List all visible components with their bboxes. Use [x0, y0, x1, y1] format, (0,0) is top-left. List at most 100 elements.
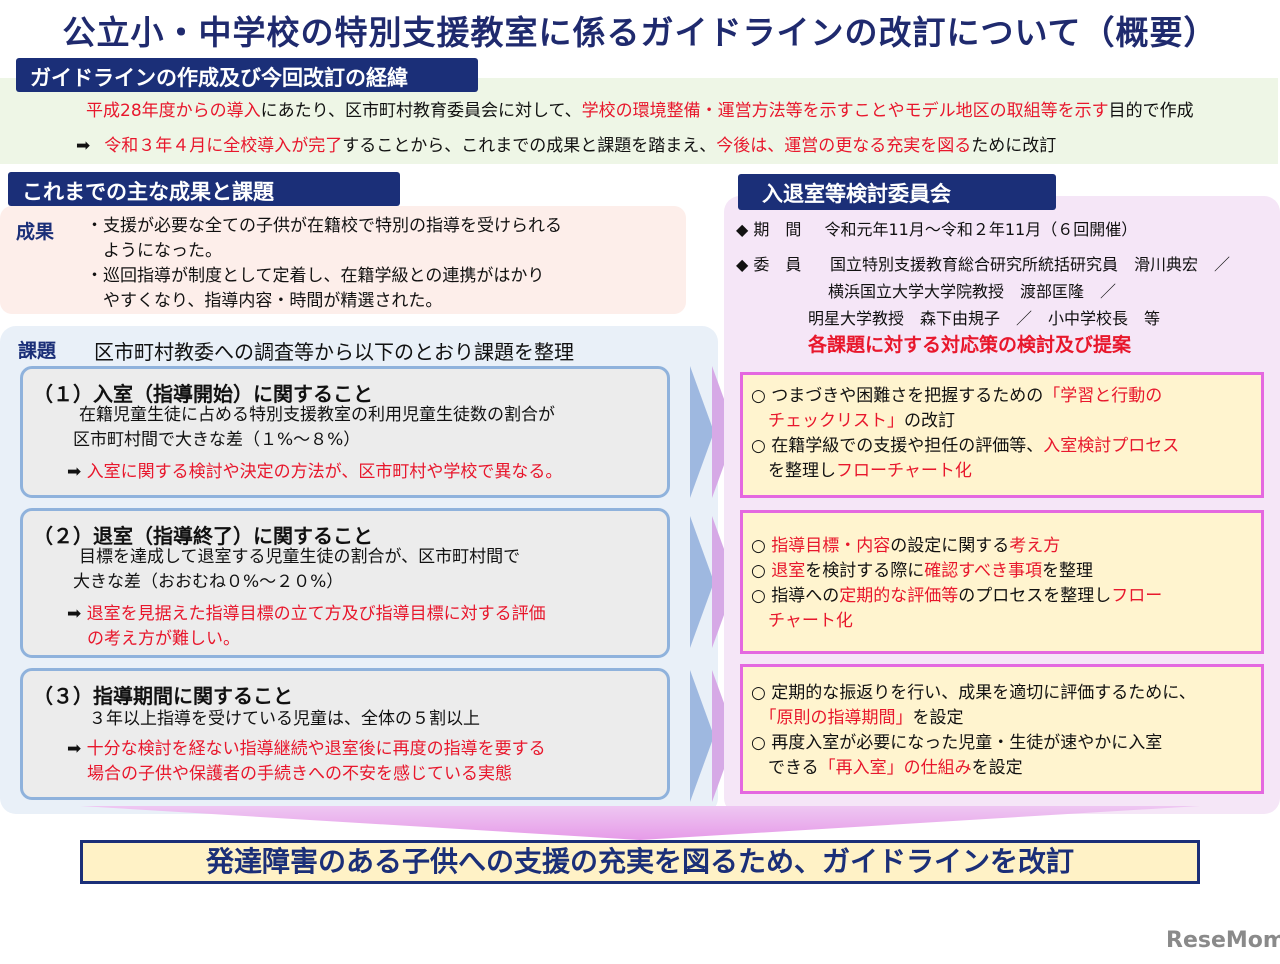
text-segment: することから、これまでの成果と課題を踏まえ、 — [342, 136, 717, 156]
text-segment: の改訂 — [904, 411, 955, 431]
answer-line: ○ 再度入室が必要になった児童・生徒が速やかに入室 — [751, 731, 1261, 756]
arrow-right-icon — [690, 670, 714, 802]
text-segment: を設定 — [971, 758, 1023, 778]
results-line: やすくなり、指導内容・時間が精選された。 — [86, 291, 443, 311]
results-panel — [0, 206, 686, 314]
page-title: 公立小・中学校の特別支援教室に係るガイドラインの改訂について（概要） — [62, 13, 1218, 52]
highlight-text: 令和３年４月に全校導入が完了 — [104, 136, 343, 156]
arrow-icon: ➡ — [67, 604, 82, 624]
answer-line: ○ 退室を検討する際に確認すべき事項を整理 — [751, 559, 1261, 584]
results-line: ・巡回指導が制度として定着し、在籍学級との連携がはかり — [86, 266, 545, 286]
issue-heading: （１）入室（指導開始）に関すること — [33, 382, 373, 406]
results-line: ・支援が必要な全ての子供が在籍校で特別の指導を受けられる — [86, 216, 562, 236]
text-segment: にあたり、区市町村教育委員会に対して、 — [260, 101, 582, 121]
text-segment: を設定 — [912, 708, 964, 728]
results-line: ようになった。 — [86, 241, 222, 261]
answer-box-3: ○ 定期的な振返りを行い、成果を適切に評価するために、 「原則の指導期間」を設定… — [740, 664, 1264, 794]
answer-line: チェックリスト」の改訂 — [751, 409, 1261, 434]
text-segment: のプロセスを整理し — [958, 586, 1112, 606]
issue-body: 在籍児童生徒に占める特別支援教室の利用児童生徒数の割合が — [79, 405, 555, 425]
highlight-text: 考え方 — [1009, 536, 1061, 556]
answer-line: ○ 指導への定期的な評価等のプロセスを整理しフロー — [751, 584, 1261, 609]
issue-conclusion: 場合の子供や保護者の手続きへの不安を感じている実態 — [87, 764, 512, 784]
resemom-logo: ReseMom — [1166, 928, 1280, 953]
highlight-text: 「学習と行動の — [1043, 386, 1163, 406]
text-segment: ○ — [751, 536, 772, 556]
answer-box-1: ○ つまづきや困難さを把握するための「学習と行動の チェックリスト」の改訂 ○ … — [740, 372, 1264, 498]
issue-conclusion: ➡ 退室を見据えた指導目標の立て方及び指導目標に対する評価 — [67, 604, 546, 624]
answer-line: ○ 在籍学級での支援や担任の評価等、入室検討プロセス — [751, 434, 1261, 459]
issue-heading: （３）指導期間に関すること — [33, 684, 293, 708]
members-label: ◆ 委 員 — [736, 255, 802, 274]
text-segment: ○ — [751, 561, 772, 581]
text-segment: 目的で作成 — [1108, 101, 1194, 121]
committee-header: 入退室等検討委員会 — [738, 174, 1056, 210]
conclusion-banner: 発達障害のある子供への支援の充実を図るため、ガイドラインを改訂 — [80, 840, 1200, 884]
issue-conclusion: ➡ 十分な検討を経ない指導継続や退室後に再度の指導を要する — [67, 739, 546, 759]
results-list: ・支援が必要な全ての子供が在籍校で特別の指導を受けられる ようになった。 ・巡回… — [86, 214, 562, 314]
highlight-text: 「原則の指導期間」 — [751, 708, 913, 728]
answer-line: ○ 指導目標・内容の設定に関する考え方 — [751, 534, 1261, 559]
results-issues-header: これまでの主な成果と課題 — [8, 172, 400, 206]
answer-line: ○ つまづきや困難さを把握するための「学習と行動の — [751, 384, 1261, 409]
highlight-text: 今後は、運営の更なる充実を図る — [716, 136, 972, 156]
history-line-2-text: 令和３年４月に全校導入が完了することから、これまでの成果と課題を踏まえ、今後は、… — [104, 136, 1056, 156]
highlight-text: チャート化 — [751, 611, 853, 631]
issue-card-1: （１）入室（指導開始）に関すること 在籍児童生徒に占める特別支援教室の利用児童生… — [20, 366, 670, 498]
text-segment: の設定に関する — [890, 536, 1010, 556]
period-value: 令和元年11月～令和２年11月（６回開催） — [824, 220, 1138, 239]
committee-period: ◆ 期 間 令和元年11月～令和２年11月（６回開催） — [736, 217, 1137, 242]
highlight-text: 確認すべき事項 — [924, 561, 1043, 581]
answer-line: チャート化 — [751, 609, 1261, 634]
answer-line: 「原則の指導期間」を設定 — [751, 706, 1261, 731]
member-line: 国立特別支援教育総合研究所統括研究員 滑川典宏 ／ — [830, 255, 1231, 274]
highlight-text: 学校の環境整備・運営方法等を示すことやモデル地区の取組等を示す — [581, 101, 1109, 121]
member-line: 横浜国立大学大学院教授 渡部匡隆 ／ — [828, 282, 1117, 301]
down-arrow-icon — [80, 806, 1200, 840]
arrow-icon: ➡ — [67, 739, 82, 759]
highlight-text: 「再入室」の仕組み — [818, 758, 972, 778]
arrow-right-icon — [690, 366, 714, 498]
highlight-text: 定期的な評価等 — [839, 586, 959, 606]
history-line-1: 平成28年度からの導入にあたり、区市町村教育委員会に対して、学校の環境整備・運営… — [86, 99, 1194, 124]
issues-label: 課題 — [18, 340, 57, 362]
highlight-text: チェックリスト」 — [751, 411, 904, 431]
text-segment: ○ 在籍学級での支援や担任の評価等、 — [751, 436, 1044, 456]
text-segment: を検討する際に — [805, 561, 925, 581]
text-segment: ○ つまづきや困難さを把握するための — [751, 386, 1044, 406]
text-segment: を整理 — [1042, 561, 1094, 581]
text-segment: ○ 指導への — [751, 586, 840, 606]
highlight-text: 指導目標・内容 — [771, 536, 891, 556]
issue-heading: （２）退室（指導終了）に関すること — [33, 524, 373, 548]
issue-card-3: （３）指導期間に関すること ３年以上指導を受けている児童は、全体の５割以上 ➡ … — [20, 668, 670, 800]
issue-body: 目標を達成して退室する児童生徒の割合が、区市町村間で — [79, 547, 521, 567]
text-segment: ○ 定期的な振返りを行い、成果を適切に評価するために、 — [751, 683, 1196, 703]
proposal-title: 各課題に対する対応策の検討及び提案 — [808, 334, 1132, 356]
answer-line: ○ 定期的な振返りを行い、成果を適切に評価するために、 — [751, 681, 1261, 706]
answer-line: できる「再入室」の仕組みを設定 — [751, 756, 1261, 781]
arrow-right-icon — [690, 516, 714, 648]
issue-body: 区市町村間で大きな差（１%～８%） — [73, 430, 361, 450]
arrow-icon: ➡ — [76, 136, 91, 156]
text-segment: できる — [751, 758, 819, 778]
highlight-text: 平成28年度からの導入 — [86, 101, 261, 121]
history-panel — [0, 78, 1278, 164]
answer-box-2: ○ 指導目標・内容の設定に関する考え方 ○ 退室を検討する際に確認すべき事項を整… — [740, 510, 1264, 654]
highlight-text: 退室 — [771, 561, 806, 581]
answer-line: を整理しフローチャート化 — [751, 459, 1261, 484]
text-segment: ために改訂 — [971, 136, 1057, 156]
issue-conclusion: の考え方が難しい。 — [87, 629, 240, 649]
history-line-2: ➡ 令和３年４月に全校導入が完了することから、これまでの成果と課題を踏まえ、今後は… — [76, 134, 1056, 159]
highlight-text: 入室検討プロセス — [1043, 436, 1180, 456]
member-line: 明星大学教授 森下由規子 ／ 小中学校長 等 — [808, 309, 1161, 328]
issue-body: ３年以上指導を受けている児童は、全体の５割以上 — [89, 709, 480, 729]
text-segment: ○ 再度入室が必要になった児童・生徒が速やかに入室 — [751, 733, 1163, 753]
issues-intro: 区市町村教委への調査等から以下のとおり課題を整理 — [94, 340, 574, 364]
issue-body: 大きな差（おおむね０%～２０%） — [73, 572, 344, 592]
history-header: ガイドラインの作成及び今回改訂の経緯 — [16, 58, 478, 92]
arrow-icon: ➡ — [67, 462, 82, 482]
highlight-text: フローチャート化 — [836, 461, 972, 481]
issue-conclusion: ➡ 入室に関する検討や決定の方法が、区市町村や学校で異なる。 — [67, 462, 563, 482]
period-label: ◆ 期 間 — [736, 220, 802, 239]
highlight-text: フロー — [1111, 586, 1163, 606]
